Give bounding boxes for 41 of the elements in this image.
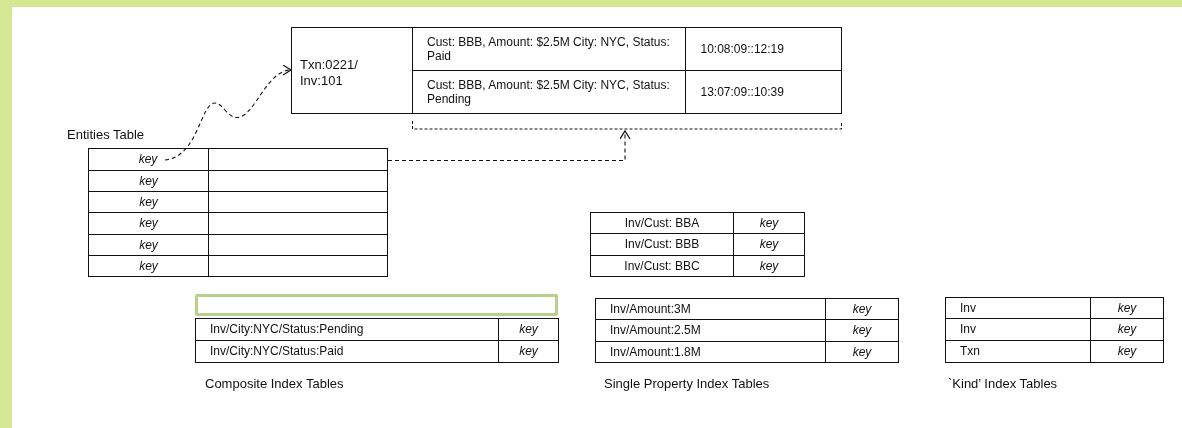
cell-text: key bbox=[1117, 344, 1137, 359]
cell-text: Cust: BBB, Amount: $2.5M City: NYC, Status: Paid bbox=[427, 34, 670, 64]
table-caption: `Kind’ Index Tables bbox=[948, 376, 1058, 392]
cell-text: key bbox=[852, 344, 872, 360]
cell-text: 10:08:09::12:19 bbox=[700, 41, 785, 57]
entity-key-cell: Txn:0221/ Inv:101 bbox=[291, 27, 413, 114]
cell-text: Inv/Amount:1.8M bbox=[610, 344, 701, 360]
table-title: Entities Table bbox=[67, 127, 145, 143]
cell-text: key bbox=[759, 215, 779, 231]
table-caption: Composite Index Tables bbox=[205, 376, 344, 392]
cell-text: key bbox=[519, 322, 538, 337]
cell-text: Inv/Cust: BBA bbox=[624, 215, 700, 231]
cell-text: Inv bbox=[960, 322, 976, 337]
cell-text: Inv/Cust: BBC bbox=[624, 258, 700, 274]
cell-text: key bbox=[139, 237, 158, 253]
cell-text: Inv/City:NYC/Status:Pending bbox=[210, 322, 364, 337]
cell-text: Inv/Amount:2.5M bbox=[610, 323, 701, 338]
cell-text: Cust: BBB, Amount: $2.5M City: NYC, Status: Pending bbox=[427, 77, 670, 107]
cell-text: Txn bbox=[960, 344, 980, 359]
cell-text: key bbox=[759, 258, 779, 274]
key-text: key bbox=[133, 152, 163, 168]
cell-text: Inv/Cust: BBB bbox=[624, 237, 700, 252]
table-caption: Single Property Index Tables bbox=[604, 376, 770, 392]
cell-text: key bbox=[852, 301, 872, 317]
cell-text: key bbox=[139, 194, 158, 210]
cell-text: Inv/City:NYC/Status:Paid bbox=[210, 344, 344, 359]
cell-text: key bbox=[139, 173, 158, 189]
cell-text: key bbox=[759, 237, 779, 252]
dashed-arrow bbox=[164, 66, 292, 161]
cell-text: key bbox=[852, 323, 872, 338]
cell-text: key bbox=[1117, 300, 1137, 316]
table-cell bbox=[208, 148, 388, 171]
cell-text: key bbox=[1117, 322, 1137, 337]
cell-text: key bbox=[139, 216, 158, 231]
cell-text: 13:07:09::10:39 bbox=[700, 84, 785, 100]
dashed-arrow bbox=[387, 130, 631, 162]
cell-text: key bbox=[139, 258, 158, 274]
cell-text: Inv bbox=[960, 300, 976, 316]
cell-text: Inv/Amount:3M bbox=[610, 301, 691, 317]
cell-text: key bbox=[519, 344, 538, 359]
dashed-bracket bbox=[412, 121, 842, 130]
